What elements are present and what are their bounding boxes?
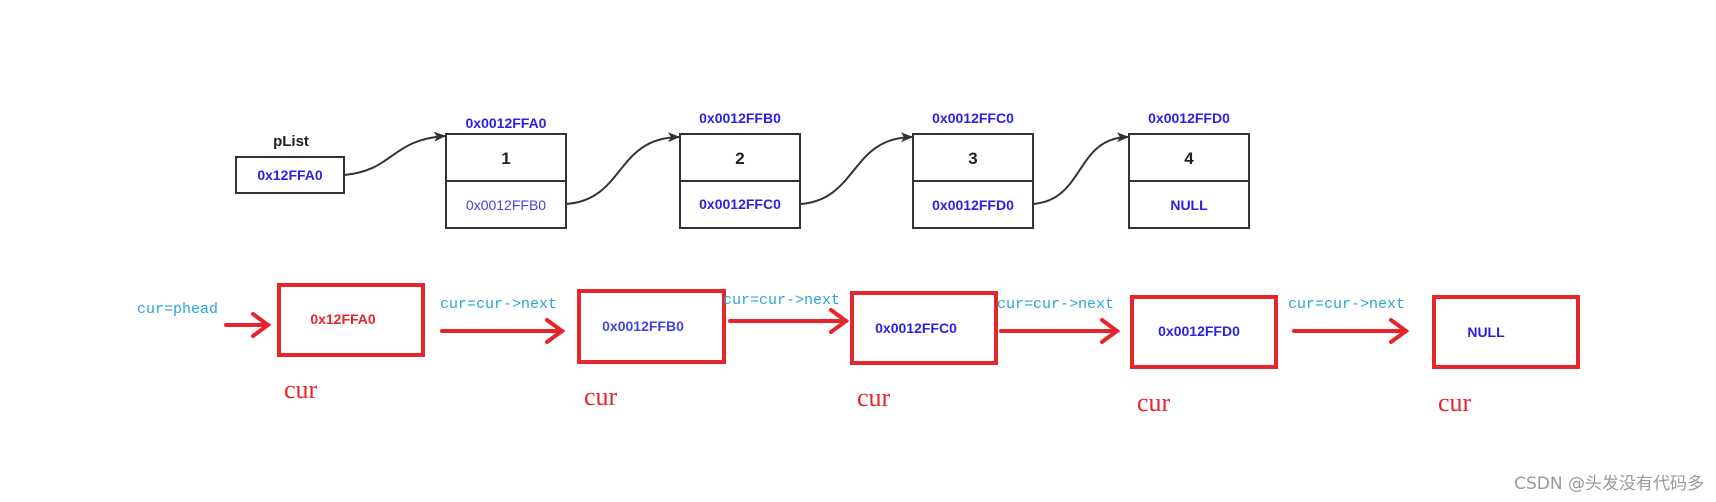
pointer-arrow-node1-to-node2 [565,132,680,205]
pointer-arrow-node3-to-node4 [1032,132,1129,205]
node-3-next: 0x0012FFD0 [932,197,1014,213]
cur-label-3: cur [857,383,891,412]
node-2-data: 2 [735,149,744,168]
head-pointer-label: pList [273,133,309,150]
red-arrow-1 [440,318,566,344]
cur-label-5: cur [1438,388,1472,417]
red-arrow-2 [728,308,850,334]
cur-box-4 [1130,295,1278,369]
red-arrow-4 [1292,318,1410,344]
red-arrow-3 [999,318,1121,344]
head-pointer-box [235,156,345,194]
cur-box-3-value: 0x0012FFC0 [875,320,957,336]
node-1-data: 1 [501,149,510,168]
node-3-address: 0x0012FFC0 [932,110,1014,126]
cur-box-3 [850,291,998,365]
node-3-data: 3 [968,149,977,168]
red-arrow-start [224,312,272,338]
cur-label-4: cur [1137,388,1171,417]
step-label-4: cur=cur->next [1288,296,1405,313]
node-4-next: NULL [1170,197,1208,213]
cur-box-5 [1432,295,1580,369]
start-step-label: cur=phead [137,301,218,318]
node-2-next: 0x0012FFC0 [699,196,781,212]
csdn-watermark: CSDN @头发没有代码多 [1514,474,1704,494]
cur-label-1: cur [284,375,318,404]
pointer-arrow-node2-to-node3 [799,132,913,205]
cur-box-2 [577,289,726,364]
node-1-next: 0x0012FFB0 [466,197,546,213]
cur-box-1-value: 0x12FFA0 [310,311,376,327]
cur-box-5-value: NULL [1467,324,1505,340]
node-4-address: 0x0012FFD0 [1148,110,1230,126]
cur-box-1 [277,283,425,357]
node-2-address: 0x0012FFB0 [699,110,781,126]
cur-box-2-value: 0x0012FFB0 [602,318,684,334]
step-label-2: cur=cur->next [723,292,840,309]
node-1-address: 0x0012FFA0 [466,115,547,131]
head-pointer-value: 0x12FFA0 [257,167,323,183]
pointer-arrow-head-to-node1 [343,131,446,176]
node-4-data: 4 [1184,149,1194,168]
cur-label-2: cur [584,382,618,411]
step-label-1: cur=cur->next [440,296,557,313]
step-label-3: cur=cur->next [997,296,1114,313]
cur-box-4-value: 0x0012FFD0 [1158,323,1240,339]
